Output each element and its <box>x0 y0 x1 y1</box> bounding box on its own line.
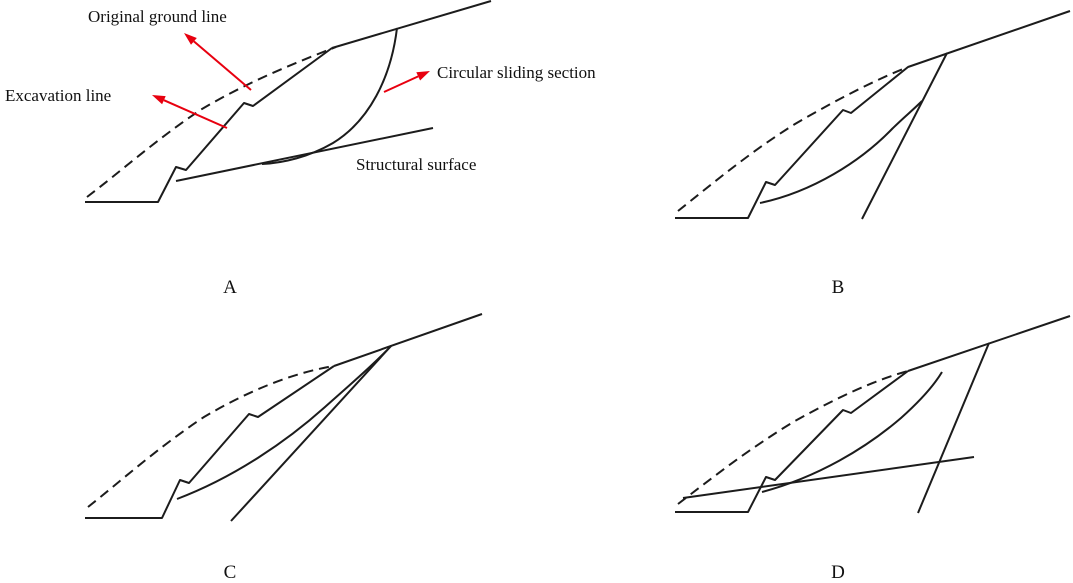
label-circular-sliding-section: Circular sliding section <box>437 63 596 82</box>
original-ground-line-curve-b <box>677 66 909 212</box>
label-excavation-line: Excavation line <box>5 86 111 105</box>
excavation-line-c <box>85 365 335 519</box>
excavation-line-d <box>675 370 909 513</box>
original-ground-line-curve-a <box>86 46 337 198</box>
circular-sliding-section-arc-a <box>261 27 398 165</box>
upper-slope-line-a <box>331 0 492 49</box>
panel-letter-d: D <box>831 562 845 583</box>
excavation-line-b <box>675 66 909 219</box>
arrow-original-ground-line <box>193 40 252 91</box>
original-ground-line-curve-d <box>677 370 909 505</box>
panel-letter-a: A <box>223 277 237 298</box>
panel-letter-c: C <box>224 562 237 583</box>
steep-sliding-line-c <box>230 345 392 522</box>
upper-slope-line-b <box>907 10 1071 68</box>
circular-sliding-arc-d <box>761 371 943 493</box>
steep-sliding-line-b <box>861 52 948 220</box>
panel-a: Original ground line Excavation line Cir… <box>5 0 596 298</box>
arrow-excavation-line <box>163 99 228 129</box>
circular-sliding-arc-c <box>176 345 392 500</box>
arrowhead-circular-sliding-section-icon <box>416 71 430 81</box>
label-structural-surface: Structural surface <box>356 155 476 174</box>
excavation-line-a <box>85 47 333 203</box>
panel-letter-b: B <box>832 277 845 298</box>
structural-surface-line-a <box>175 127 434 182</box>
structural-surface-line-d <box>682 456 975 499</box>
original-ground-line-curve-c <box>87 365 335 508</box>
circular-sliding-arc-b <box>759 100 923 204</box>
upper-slope-line-c <box>333 313 483 367</box>
panel-b: B <box>675 10 1071 298</box>
arrowhead-excavation-line-icon <box>152 95 166 105</box>
arrowhead-original-ground-line-icon <box>184 33 197 45</box>
panel-c: C <box>85 313 483 583</box>
steep-sliding-line-d <box>917 342 990 514</box>
arrow-circular-sliding-section <box>383 75 419 93</box>
label-original-ground-line: Original ground line <box>88 7 227 26</box>
panel-d: D <box>675 315 1071 583</box>
